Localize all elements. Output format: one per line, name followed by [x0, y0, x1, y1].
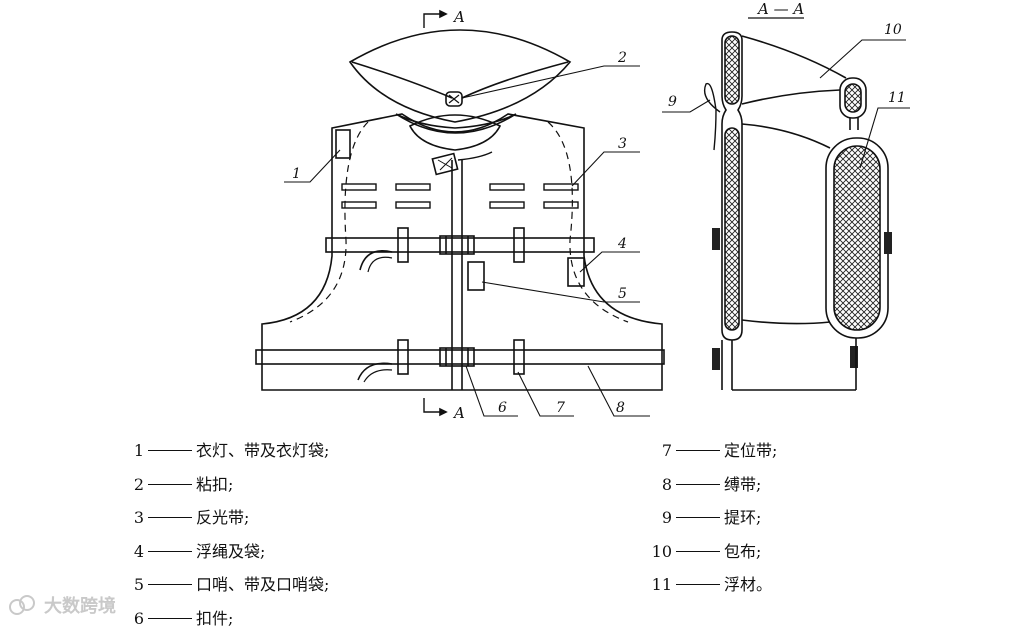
- legend-item: 5 口哨、带及口哨袋;: [112, 568, 472, 602]
- callout-8: 8: [616, 400, 625, 416]
- legend-item: 3 反光带;: [112, 501, 472, 535]
- vest-seam-dashed: [290, 122, 628, 322]
- upper-strap: [326, 238, 594, 252]
- legend-number: 10: [640, 535, 672, 569]
- legend-item: 9 提环;: [640, 501, 1000, 535]
- legend-number: 2: [112, 468, 144, 502]
- section-mark-top: A: [452, 8, 465, 26]
- legend-item: 7 定位带;: [640, 434, 1000, 468]
- legend-text: 浮绳及袋;: [196, 542, 265, 561]
- lamp-pouch: [336, 130, 350, 158]
- float-rope-loop: [360, 251, 392, 270]
- collar-outline: [350, 30, 570, 122]
- legend-text: 粘扣;: [196, 475, 233, 494]
- legend-text: 口哨、带及口哨袋;: [196, 575, 329, 594]
- lower-strap: [256, 350, 664, 364]
- legend-text: 扣件;: [196, 609, 233, 628]
- legend-item: 11 浮材。: [640, 568, 1000, 602]
- legend-text: 反光带;: [196, 508, 249, 527]
- legend-number: 8: [640, 468, 672, 502]
- legend-text: 提环;: [724, 508, 761, 527]
- callout-leaders-section: [662, 40, 910, 168]
- watermark-text: 大数跨境: [44, 592, 116, 618]
- legend-number: 3: [112, 501, 144, 535]
- section-cover-top: [742, 36, 846, 104]
- section-lifting-loop: [705, 84, 720, 150]
- legend-text: 缚带;: [724, 475, 761, 494]
- callout-7: 7: [556, 400, 565, 416]
- callout-5: 5: [618, 286, 627, 302]
- legend-text: 包布;: [724, 542, 761, 561]
- legend-right: 7 定位带; 8 缚带; 9 提环; 10 包布; 11 浮材。: [640, 434, 1000, 602]
- legend-item: 4 浮绳及袋;: [112, 535, 472, 569]
- legend-text: 浮材。: [724, 575, 772, 594]
- callout-10: 10: [884, 22, 902, 38]
- float-rope-pouch: [568, 258, 584, 286]
- callout-3: 3: [618, 136, 627, 152]
- callout-2: 2: [617, 50, 627, 66]
- legend-number: 9: [640, 501, 672, 535]
- legend-item: 6 扣件;: [112, 602, 472, 635]
- section-title: A — A: [756, 0, 804, 18]
- legend-item: 8 缚带;: [640, 468, 1000, 502]
- legend-number: 7: [640, 434, 672, 468]
- legend-number: 4: [112, 535, 144, 569]
- callout-9: 9: [668, 94, 677, 110]
- section-float-left-top: [725, 36, 739, 104]
- legend-number: 11: [640, 568, 672, 602]
- legend-number: 6: [112, 602, 144, 635]
- legend-item: 1 衣灯、带及衣灯袋;: [112, 434, 472, 468]
- callout-6: 6: [498, 400, 507, 416]
- front-center-strip: [452, 160, 462, 390]
- callout-1: 1: [292, 166, 301, 182]
- callout-4: 4: [617, 236, 627, 252]
- legend-number: 5: [112, 568, 144, 602]
- reflective-strips: [342, 184, 578, 208]
- watermark: 大数跨境: [8, 592, 116, 618]
- cloud-logo-icon: [8, 594, 38, 616]
- whistle-pouch: [468, 262, 484, 290]
- legend-text: 定位带;: [724, 441, 777, 460]
- section-mark-bottom: A: [452, 404, 465, 422]
- legend-item: 10 包布;: [640, 535, 1000, 569]
- callout-11: 11: [888, 90, 906, 106]
- legend-text: 衣灯、带及衣灯袋;: [196, 441, 329, 460]
- legend-number: 1: [112, 434, 144, 468]
- section-float-left-main: [725, 128, 739, 330]
- legend-item: 2 粘扣;: [112, 468, 472, 502]
